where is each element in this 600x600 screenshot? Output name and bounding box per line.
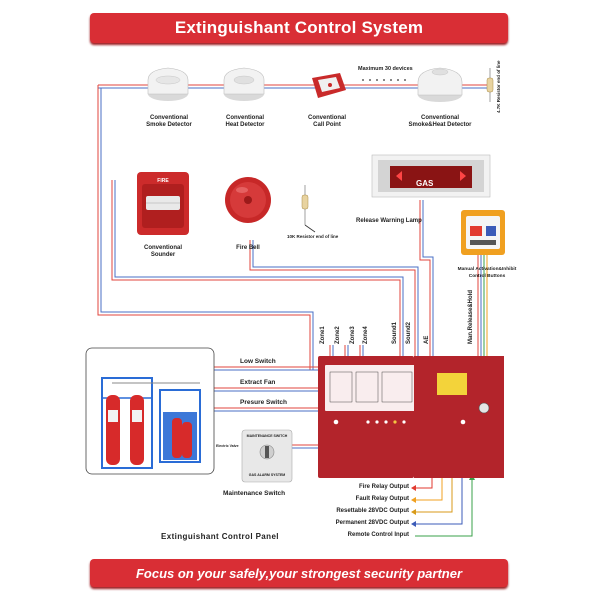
output-label-fault-relay: Fault Relay Output [355, 496, 409, 502]
sound2-label: Sound2 [406, 322, 412, 344]
diagram-frame [83, 8, 515, 592]
manual-buttons-label: Manual Activation&Inhibit Control Button… [457, 267, 517, 279]
slogan-text: Focus on your safely,your strongest secu… [135, 565, 463, 581]
output-label-permanent: Permanent 28VDC Output [335, 520, 409, 526]
resistor-4k7-label: 4.7K Resistor end of line [496, 60, 501, 113]
zone3-label: Zone3 [350, 326, 356, 344]
output-label-fire-relay: Fire Relay Output [358, 484, 409, 490]
control-panel-icon [318, 356, 415, 478]
call-point-label: Conventional Call Point [307, 115, 346, 128]
sound1-label: Sound1 [392, 322, 398, 344]
manual-control-buttons-icon [461, 210, 505, 255]
fire-bell-label: Fire Bell [236, 245, 260, 251]
smoke-detector-icon [147, 67, 189, 101]
maintenance-switch-icon [241, 429, 293, 483]
maint-box-side: Electric Valve [216, 444, 239, 448]
page-title: Extinguishant Control System [174, 18, 424, 37]
pressure-switch-label: Presure Switch [240, 399, 287, 406]
extract-fan-label: Extract Fan [240, 379, 276, 386]
maintenance-switch-label: Maintenance Switch [223, 490, 286, 497]
zone2-label: Zone2 [335, 326, 341, 344]
resistor-10k-label: 10K Resistor end of line [287, 234, 339, 239]
heat-detector-icon [223, 67, 265, 101]
cylinder-group-icon [85, 347, 215, 475]
release-lamp-label: Release Warning Lamp [356, 218, 422, 224]
control-panel-label: Extinguishant Control Panel [161, 532, 279, 541]
ae-label: AE [424, 335, 430, 344]
smoke-heat-detector-label: Conventional Smoke&Heat Detector [408, 115, 472, 128]
low-switch-label: Low Switch [240, 358, 276, 365]
device-dots [362, 79, 406, 81]
slogan-banner: Focus on your safely,your strongest secu… [90, 559, 508, 587]
panel-extension-icon [414, 356, 504, 478]
maint-box-title: MAINTENANCE SWITCH [246, 434, 288, 438]
output-label-remote: Remote Control Input [347, 532, 409, 538]
smoke-heat-detector-icon [417, 67, 463, 102]
output-label-resettable: Resettable 28VDC Output [336, 508, 409, 514]
resistor-4k7-icon [486, 68, 494, 102]
heat-detector-label: Conventional Heat Detector [225, 115, 265, 128]
title-banner: Extinguishant Control System [90, 13, 508, 43]
smoke-detector-label: Conventional Smoke Detector [146, 115, 192, 128]
sounder-icon [137, 172, 189, 235]
zone1-label: Zone1 [320, 326, 326, 344]
lamp-gas-text: GAS [416, 179, 434, 188]
zone4-label: Zone4 [363, 326, 369, 344]
man-release-label: Man.Release&Hold [468, 289, 474, 344]
fire-bell-icon [225, 177, 271, 223]
maint-box-sub: GAS ALARM SYSTEM [248, 473, 286, 477]
max-devices-label: Maximum 30 devices [358, 66, 413, 72]
release-warning-lamp-icon [371, 154, 491, 198]
call-point-icon [312, 73, 346, 98]
resistor-10k-icon [301, 185, 316, 233]
sounder-fire-text: FIRE [157, 178, 169, 184]
sounder-label: Conventional Sounder [143, 245, 182, 258]
